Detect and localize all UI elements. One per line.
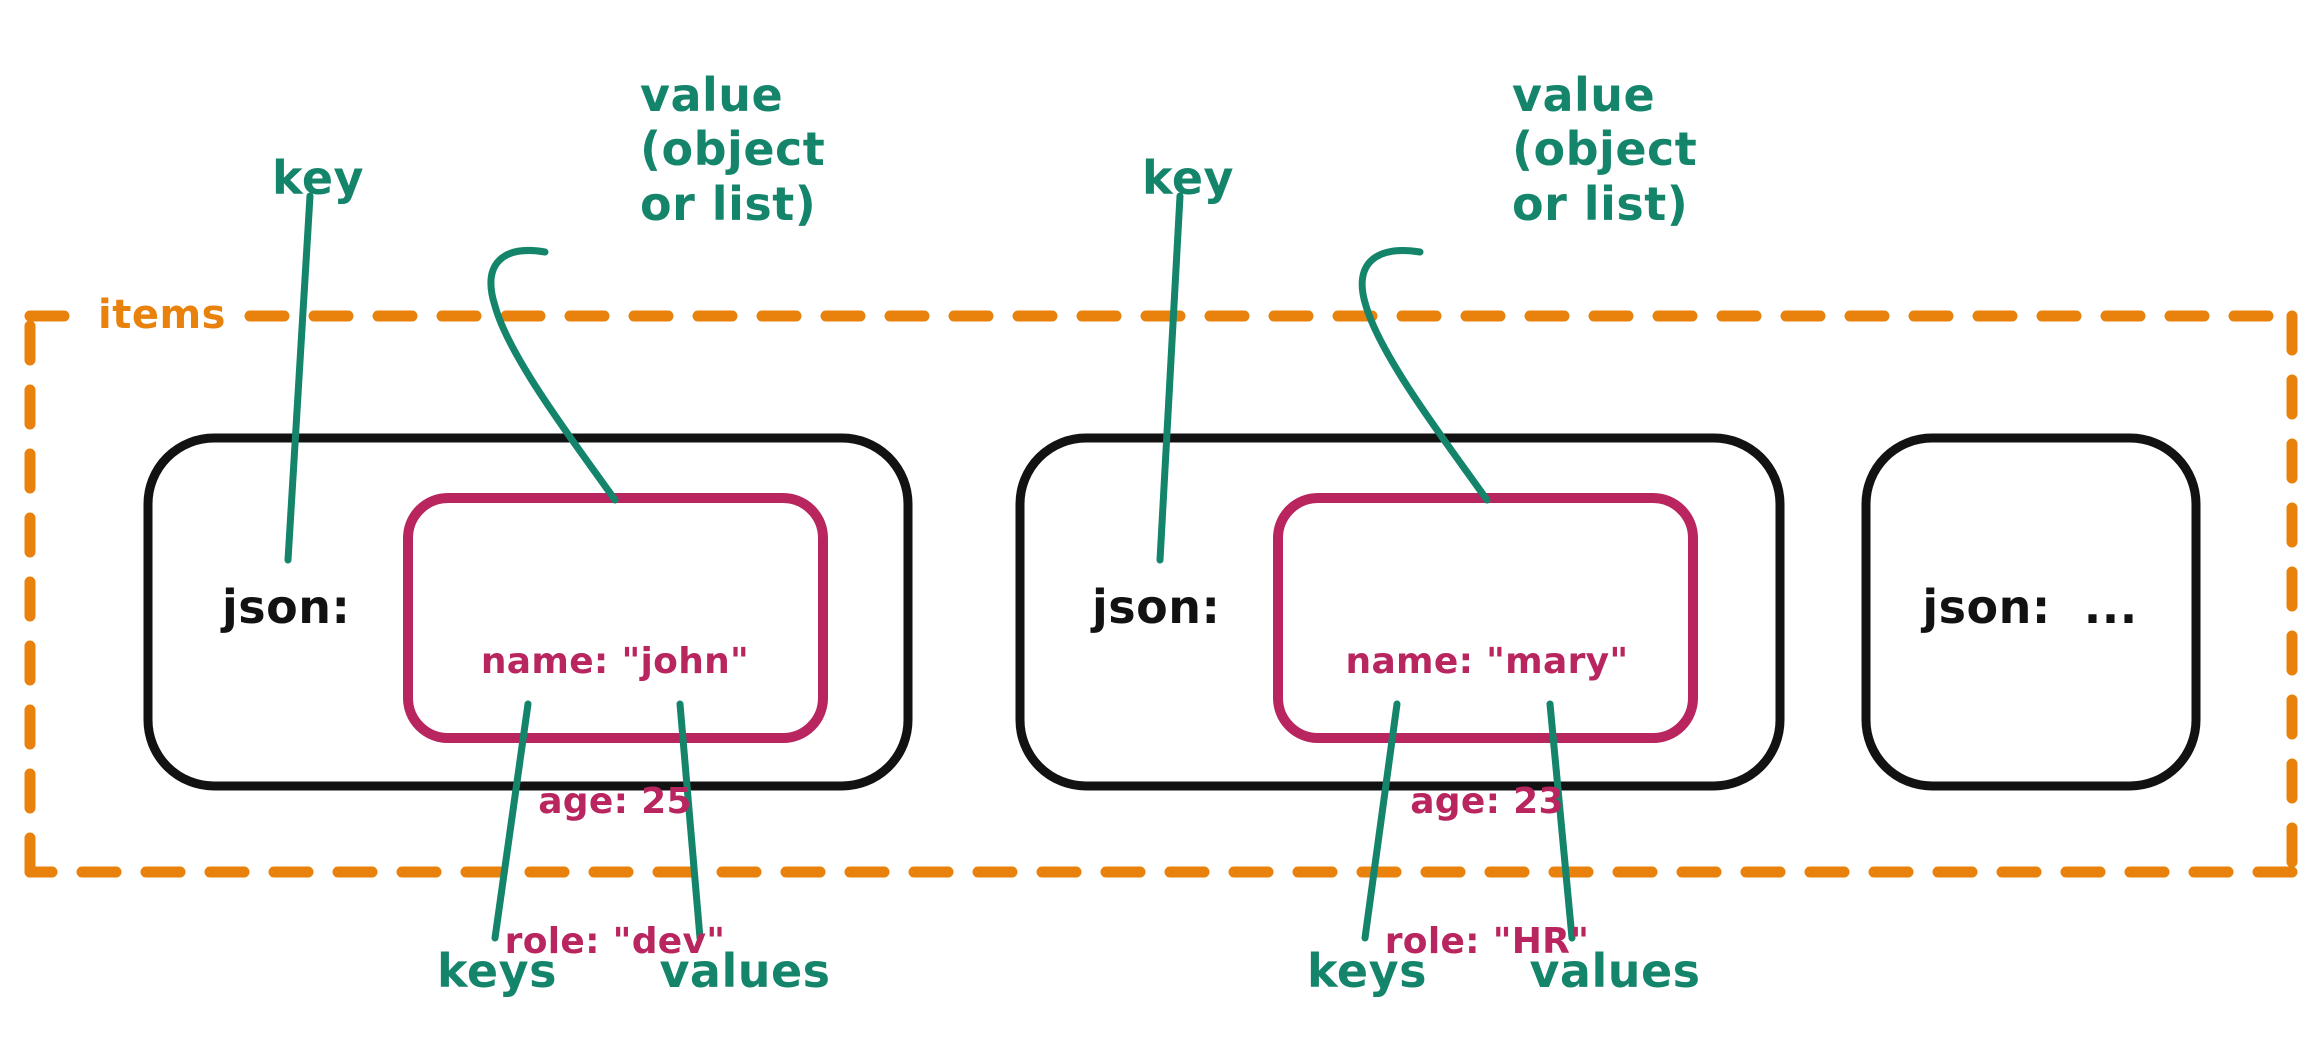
items-container-label: items: [98, 292, 226, 338]
connector-keys-2: [1361, 700, 1401, 942]
card-2-pair-name: name: "mary": [1345, 640, 1629, 682]
annotation-value-2-line1: value: [1512, 68, 1656, 122]
card-2-pair-age: age: 23: [1410, 780, 1564, 822]
connector-value-1: [487, 247, 619, 504]
card-2-json-body: name: "mary" age: 23 role: "HR": [1346, 545, 1629, 1058]
connector-values-1: [676, 700, 704, 942]
annotation-value-2: value (object or list): [1512, 68, 1697, 231]
annotation-keys-2: keys: [1307, 944, 1427, 998]
annotation-value-1-line3: or list): [640, 176, 817, 231]
card-1-pair-name: name: "john": [480, 640, 750, 682]
annotation-values-1: values: [659, 944, 831, 998]
card-2-json-label: json:: [1092, 580, 1221, 634]
card-1-json-body: name: "john" age: 25 role: "dev": [481, 545, 749, 1058]
card-3-outer-box: [1861, 433, 2201, 791]
card-2-pair-role: role: "HR": [1384, 921, 1590, 963]
annotation-key-2: key: [1141, 151, 1235, 205]
connector-key-1: [284, 192, 314, 564]
card-1-pair-age: age: 25: [538, 780, 692, 822]
annotation-value-1: value (object or list): [640, 68, 825, 231]
connector-key-2: [1156, 192, 1184, 564]
annotation-key-1: key: [271, 151, 365, 205]
card-2-outer-box: [1015, 433, 1785, 791]
annotation-keys-1: keys: [437, 944, 557, 998]
items-container-outline: [24, 310, 2298, 878]
annotation-value-1-line2: (object: [640, 122, 826, 177]
annotation-values-2: values: [1529, 944, 1701, 998]
card-1-outer-box: [143, 433, 913, 791]
connector-value-2: [1358, 247, 1491, 504]
annotation-value-1-line1: value: [640, 68, 784, 122]
annotation-value-2-line3: or list): [1512, 176, 1689, 231]
card-1-pair-role: role: "dev": [504, 921, 726, 963]
connector-keys-1: [491, 700, 532, 942]
connector-values-2: [1546, 700, 1576, 942]
card-1-json-label: json:: [222, 580, 351, 634]
card-3-json-label: json: ...: [1922, 580, 2138, 634]
annotation-value-2-line2: (object: [1512, 122, 1698, 177]
